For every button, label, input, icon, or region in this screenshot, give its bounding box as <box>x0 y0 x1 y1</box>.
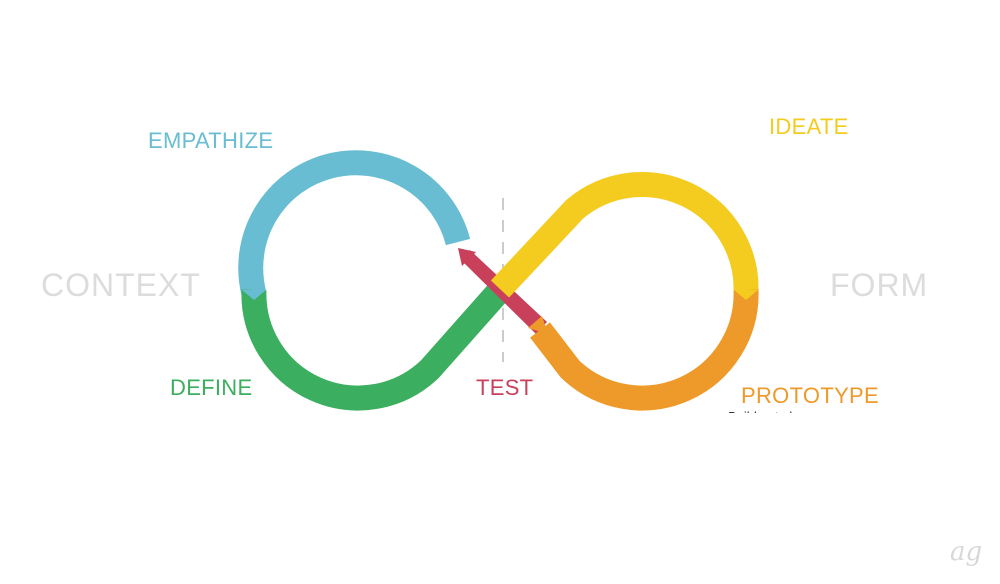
prototype-arrowhead <box>528 316 548 334</box>
empathize-label: EMPATHIZE <box>148 128 273 153</box>
define-label: DEFINE <box>170 375 252 400</box>
signature-mark: ag <box>950 537 982 567</box>
define-segment <box>241 281 510 411</box>
test-arrowhead <box>458 248 476 266</box>
context-label: CONTEXT <box>41 267 201 303</box>
prototype-segment <box>530 289 759 411</box>
ideate-notch <box>734 290 758 300</box>
empathize-segment <box>238 150 471 298</box>
ideate-label: IDEATE <box>769 114 849 139</box>
prototype-subtext: Build ... to learn <box>728 409 818 424</box>
test-label: TEST <box>476 375 533 400</box>
empathize-notch <box>242 290 266 300</box>
ideate-segment <box>490 172 759 298</box>
prototype-label: PROTOTYPE <box>741 383 879 408</box>
form-label: FORM <box>830 267 928 303</box>
